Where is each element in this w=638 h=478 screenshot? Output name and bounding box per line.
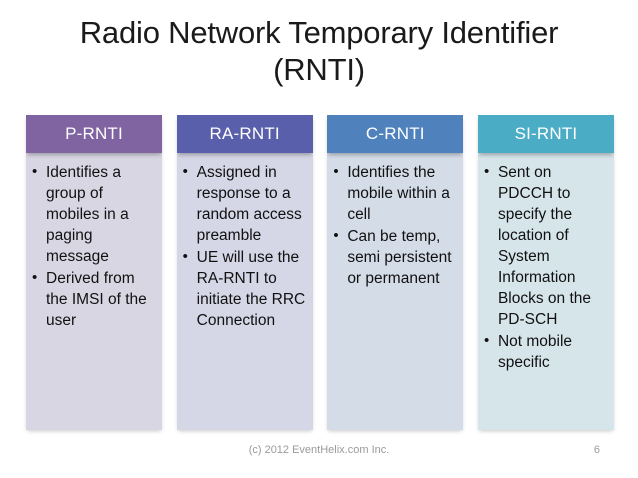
column-body-ra-rnti: Assigned in response to a random access … bbox=[176, 153, 313, 430]
column-body-c-rnti: Identifies the mobile within a cell Can … bbox=[327, 153, 464, 430]
bullet-list-p-rnti: Identifies a group of mobiles in a pagin… bbox=[30, 161, 156, 331]
list-item: Can be temp, semi persistent or permanen… bbox=[331, 225, 457, 289]
rnti-column-group: P-RNTI Identifies a group of mobiles in … bbox=[26, 115, 614, 430]
bullet-list-ra-rnti: Assigned in response to a random access … bbox=[181, 161, 307, 331]
list-item: Sent on PDCCH to specify the location of… bbox=[482, 161, 608, 330]
list-item: Assigned in response to a random access … bbox=[181, 161, 307, 246]
page-title-line-2: (RNTI) bbox=[273, 52, 365, 87]
column-header-ra-rnti: RA-RNTI bbox=[176, 115, 313, 153]
column-ra-rnti: RA-RNTI Assigned in response to a random… bbox=[176, 115, 313, 430]
bullet-list-si-rnti: Sent on PDCCH to specify the location of… bbox=[482, 161, 608, 373]
column-body-si-rnti: Sent on PDCCH to specify the location of… bbox=[477, 153, 614, 430]
column-body-p-rnti: Identifies a group of mobiles in a pagin… bbox=[26, 153, 162, 430]
footer-copyright: (c) 2012 EventHelix.com Inc. bbox=[248, 444, 390, 456]
list-item: Not mobile specific bbox=[482, 330, 608, 373]
page-title: Radio Network Temporary Identifier (RNTI… bbox=[0, 14, 638, 88]
bullet-list-c-rnti: Identifies the mobile within a cell Can … bbox=[331, 161, 457, 289]
list-item: Identifies a group of mobiles in a pagin… bbox=[30, 161, 156, 267]
list-item: Identifies the mobile within a cell bbox=[331, 161, 457, 225]
column-header-p-rnti: P-RNTI bbox=[26, 115, 162, 153]
column-p-rnti: P-RNTI Identifies a group of mobiles in … bbox=[26, 115, 162, 430]
list-item: Derived from the IMSI of the user bbox=[30, 267, 156, 331]
page-title-line-1: Radio Network Temporary Identifier bbox=[79, 15, 559, 50]
column-si-rnti: SI-RNTI Sent on PDCCH to specify the loc… bbox=[477, 115, 614, 430]
column-header-c-rnti: C-RNTI bbox=[327, 115, 464, 153]
column-c-rnti: C-RNTI Identifies the mobile within a ce… bbox=[327, 115, 464, 430]
list-item: UE will use the RA-RNTI to initiate the … bbox=[181, 246, 307, 331]
column-header-si-rnti: SI-RNTI bbox=[477, 115, 614, 153]
footer-page-number: 6 bbox=[593, 444, 600, 456]
slide-footer: (c) 2012 EventHelix.com Inc. 6 bbox=[0, 442, 638, 458]
